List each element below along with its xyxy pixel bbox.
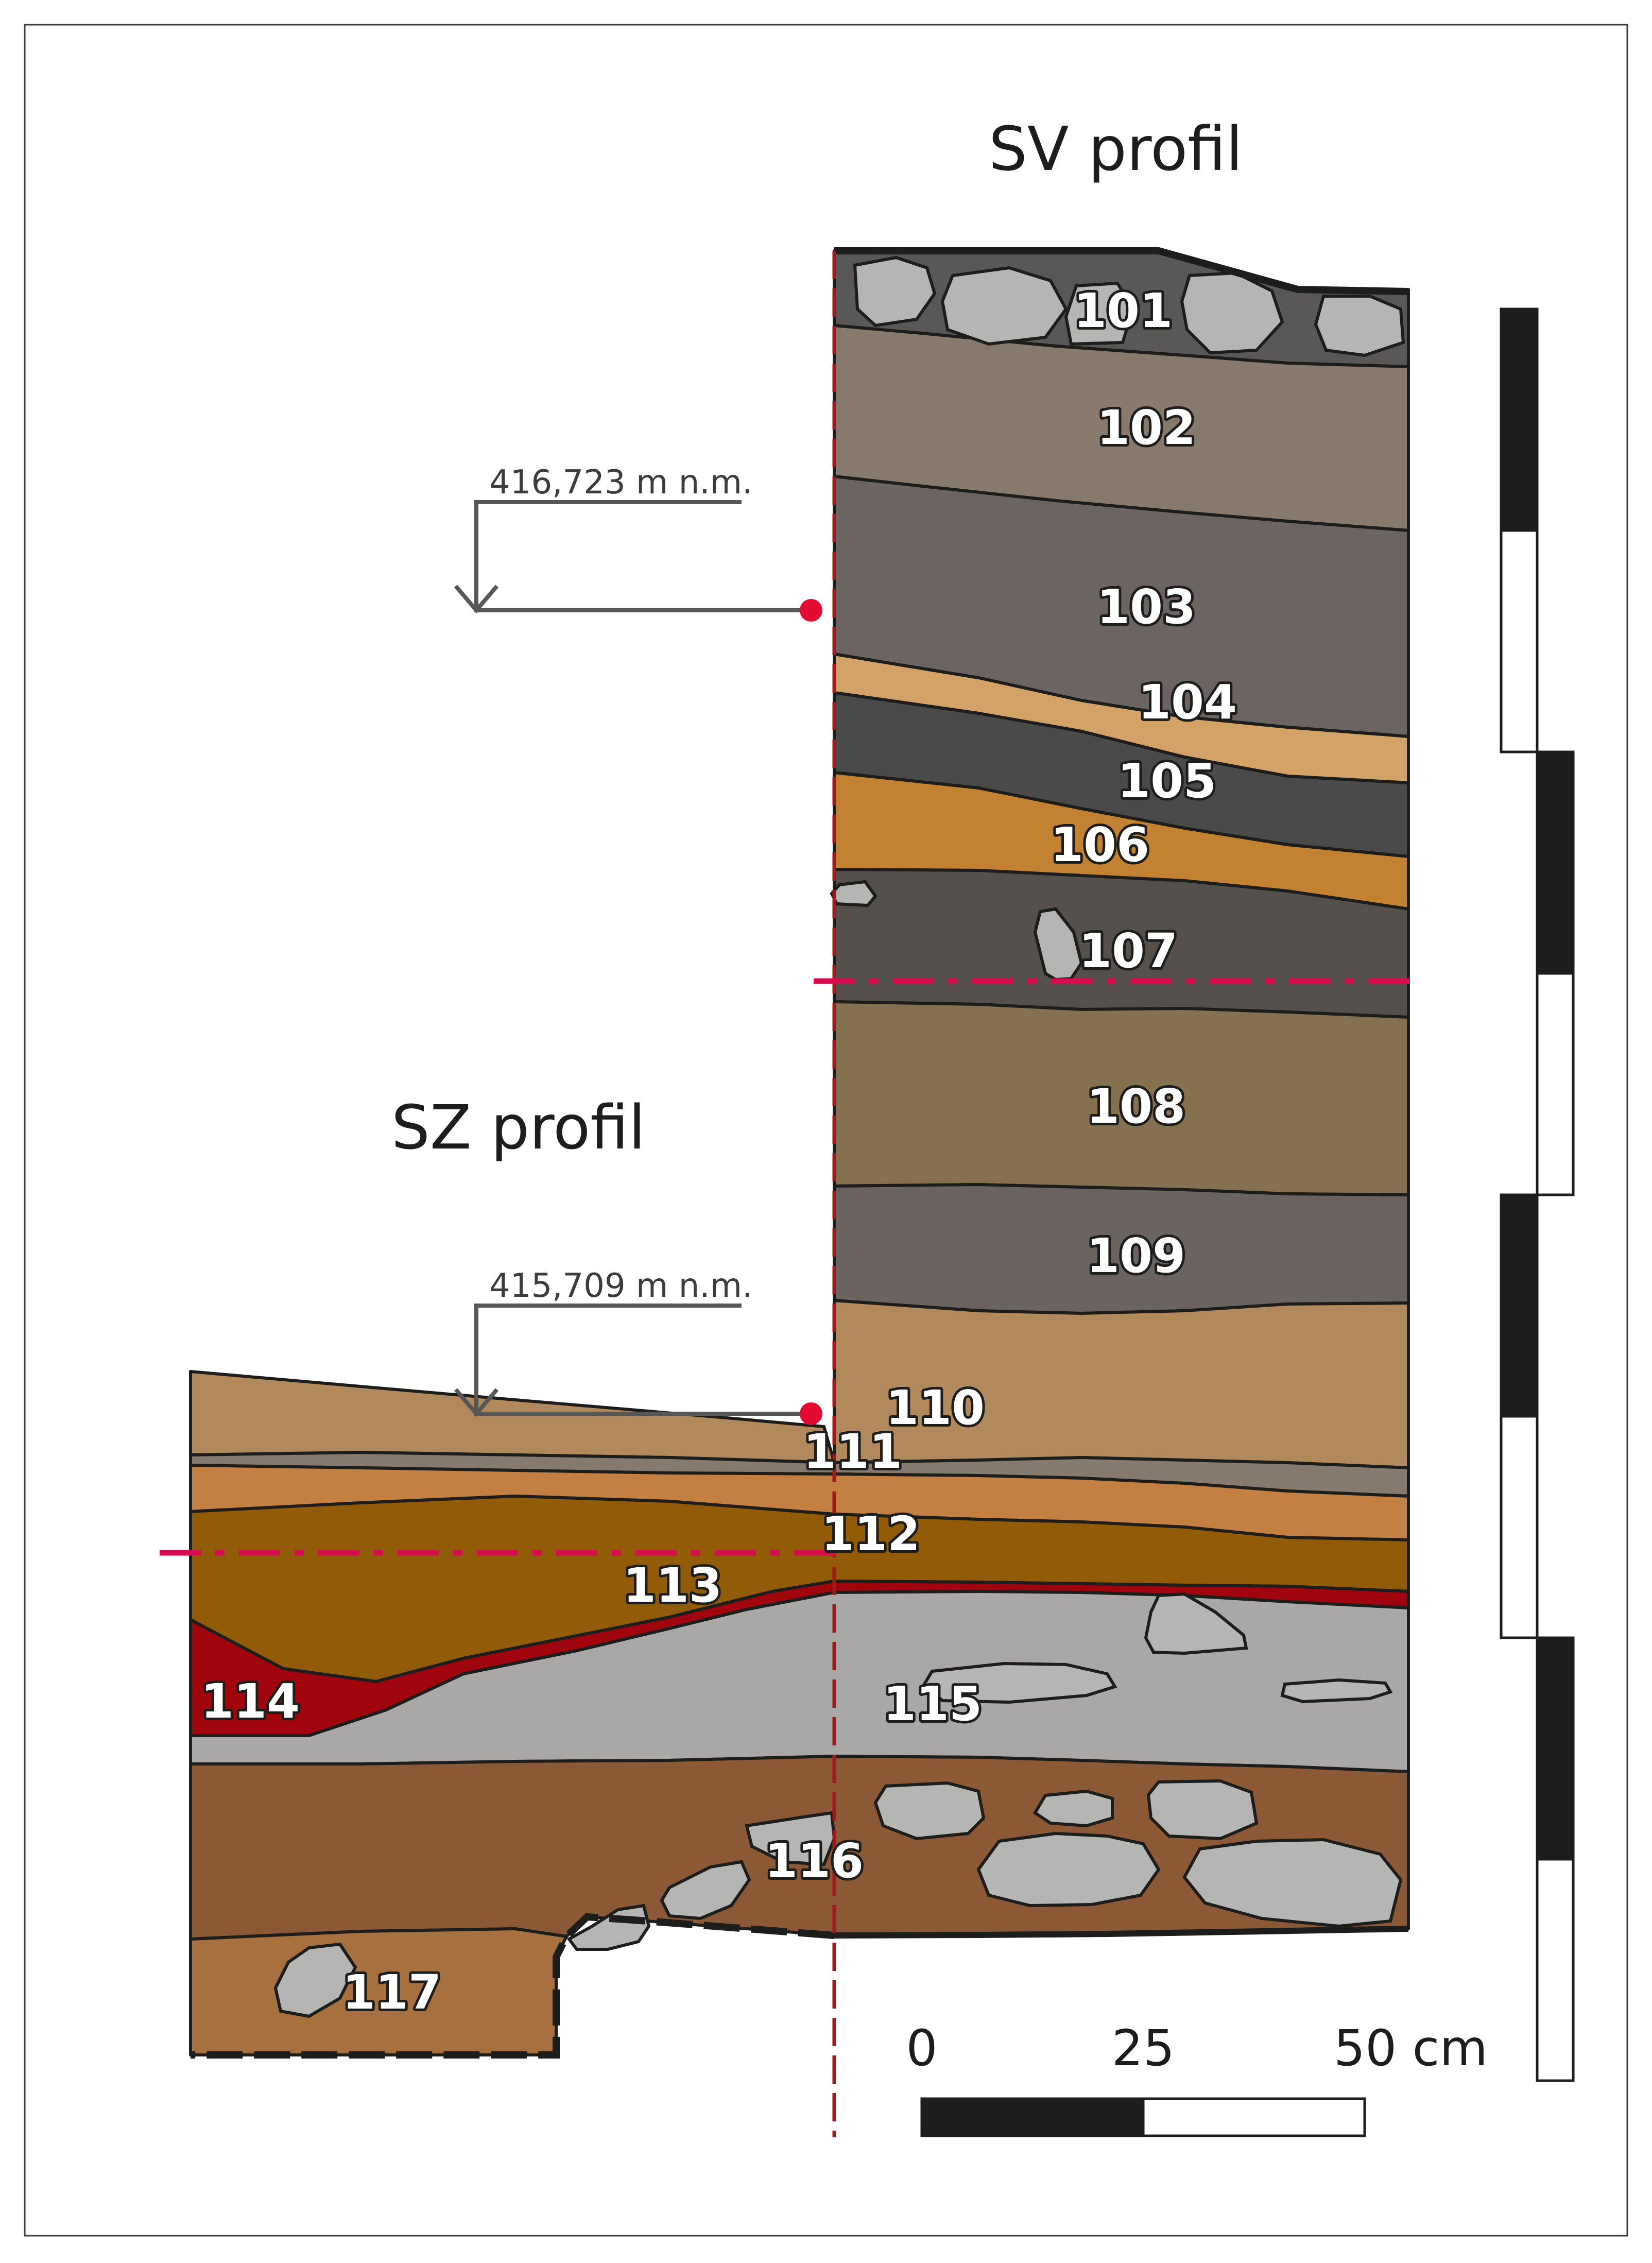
stone: [1032, 1789, 1114, 1828]
sz-profile-title: SZ profil: [391, 1092, 645, 1163]
layer-label-112: 112: [821, 1506, 920, 1562]
layer-label-102: 102: [1097, 400, 1196, 455]
elevation-marker-lower: 415,709 m n.m.: [454, 1267, 822, 1425]
layer-label-110: 110: [886, 1380, 985, 1435]
layer-label-116: 116: [765, 1833, 864, 1889]
excavation-base-dashed: [834, 1926, 1409, 1939]
horizontal-scale-bar: 0 25 50 cm: [906, 2019, 1488, 2137]
layer-label-114: 114: [201, 1674, 300, 1729]
datum-point-upper: [800, 599, 822, 622]
layer-label-103: 103: [1097, 579, 1196, 635]
layer-label-109: 109: [1087, 1228, 1185, 1283]
datum-point-lower: [800, 1402, 822, 1425]
layer-110-area: [189, 1299, 1410, 1469]
layer-label-101: 101: [1074, 283, 1173, 338]
vertical-scale: [1500, 307, 1575, 2082]
layer-label-111: 111: [803, 1424, 902, 1479]
layer-label-107: 107: [1079, 923, 1178, 979]
page-frame: [24, 24, 1628, 2237]
scale-label-50cm: 50 cm: [1334, 2019, 1488, 2077]
stone: [922, 1661, 1117, 1704]
scale-label-0: 0: [906, 2019, 937, 2077]
stone: [745, 1811, 836, 1866]
stone: [940, 266, 1068, 346]
stone: [1280, 1678, 1393, 1704]
stone: [873, 1781, 986, 1841]
layer-labels: 101 102 103 104 105 106 107 108 109 110 …: [198, 281, 1240, 2022]
stones: [273, 255, 1405, 2018]
layer-label-108: 108: [1087, 1079, 1185, 1134]
layer-label-113: 113: [623, 1558, 722, 1613]
stone: [1146, 1779, 1259, 1841]
stone: [1064, 281, 1135, 346]
stone: [1314, 295, 1405, 357]
elevation-marker-upper: 416,723 m n.m.: [454, 464, 822, 622]
scale-label-25: 25: [1112, 2019, 1175, 2077]
excavation-base-dashed-2: [191, 1913, 835, 2059]
stone: [273, 1942, 357, 2018]
layer-label-105: 105: [1117, 753, 1216, 809]
stone: [1182, 1838, 1403, 1928]
layer-label-104: 104: [1138, 675, 1237, 730]
layer-label-115: 115: [883, 1676, 982, 1731]
layer-label-106: 106: [1051, 817, 1149, 872]
stone: [660, 1860, 751, 1921]
stone: [853, 255, 937, 328]
stone: [830, 880, 877, 907]
stone: [976, 1831, 1161, 1908]
sv-profile-title: SV profil: [989, 113, 1243, 184]
layer-label-117: 117: [342, 1965, 441, 2020]
sv-ground-surface: [834, 247, 1409, 295]
elevation-label-lower: 415,709 m n.m.: [489, 1267, 752, 1305]
stone: [1144, 1592, 1248, 1655]
elevation-label-upper: 416,723 m n.m.: [489, 464, 752, 502]
